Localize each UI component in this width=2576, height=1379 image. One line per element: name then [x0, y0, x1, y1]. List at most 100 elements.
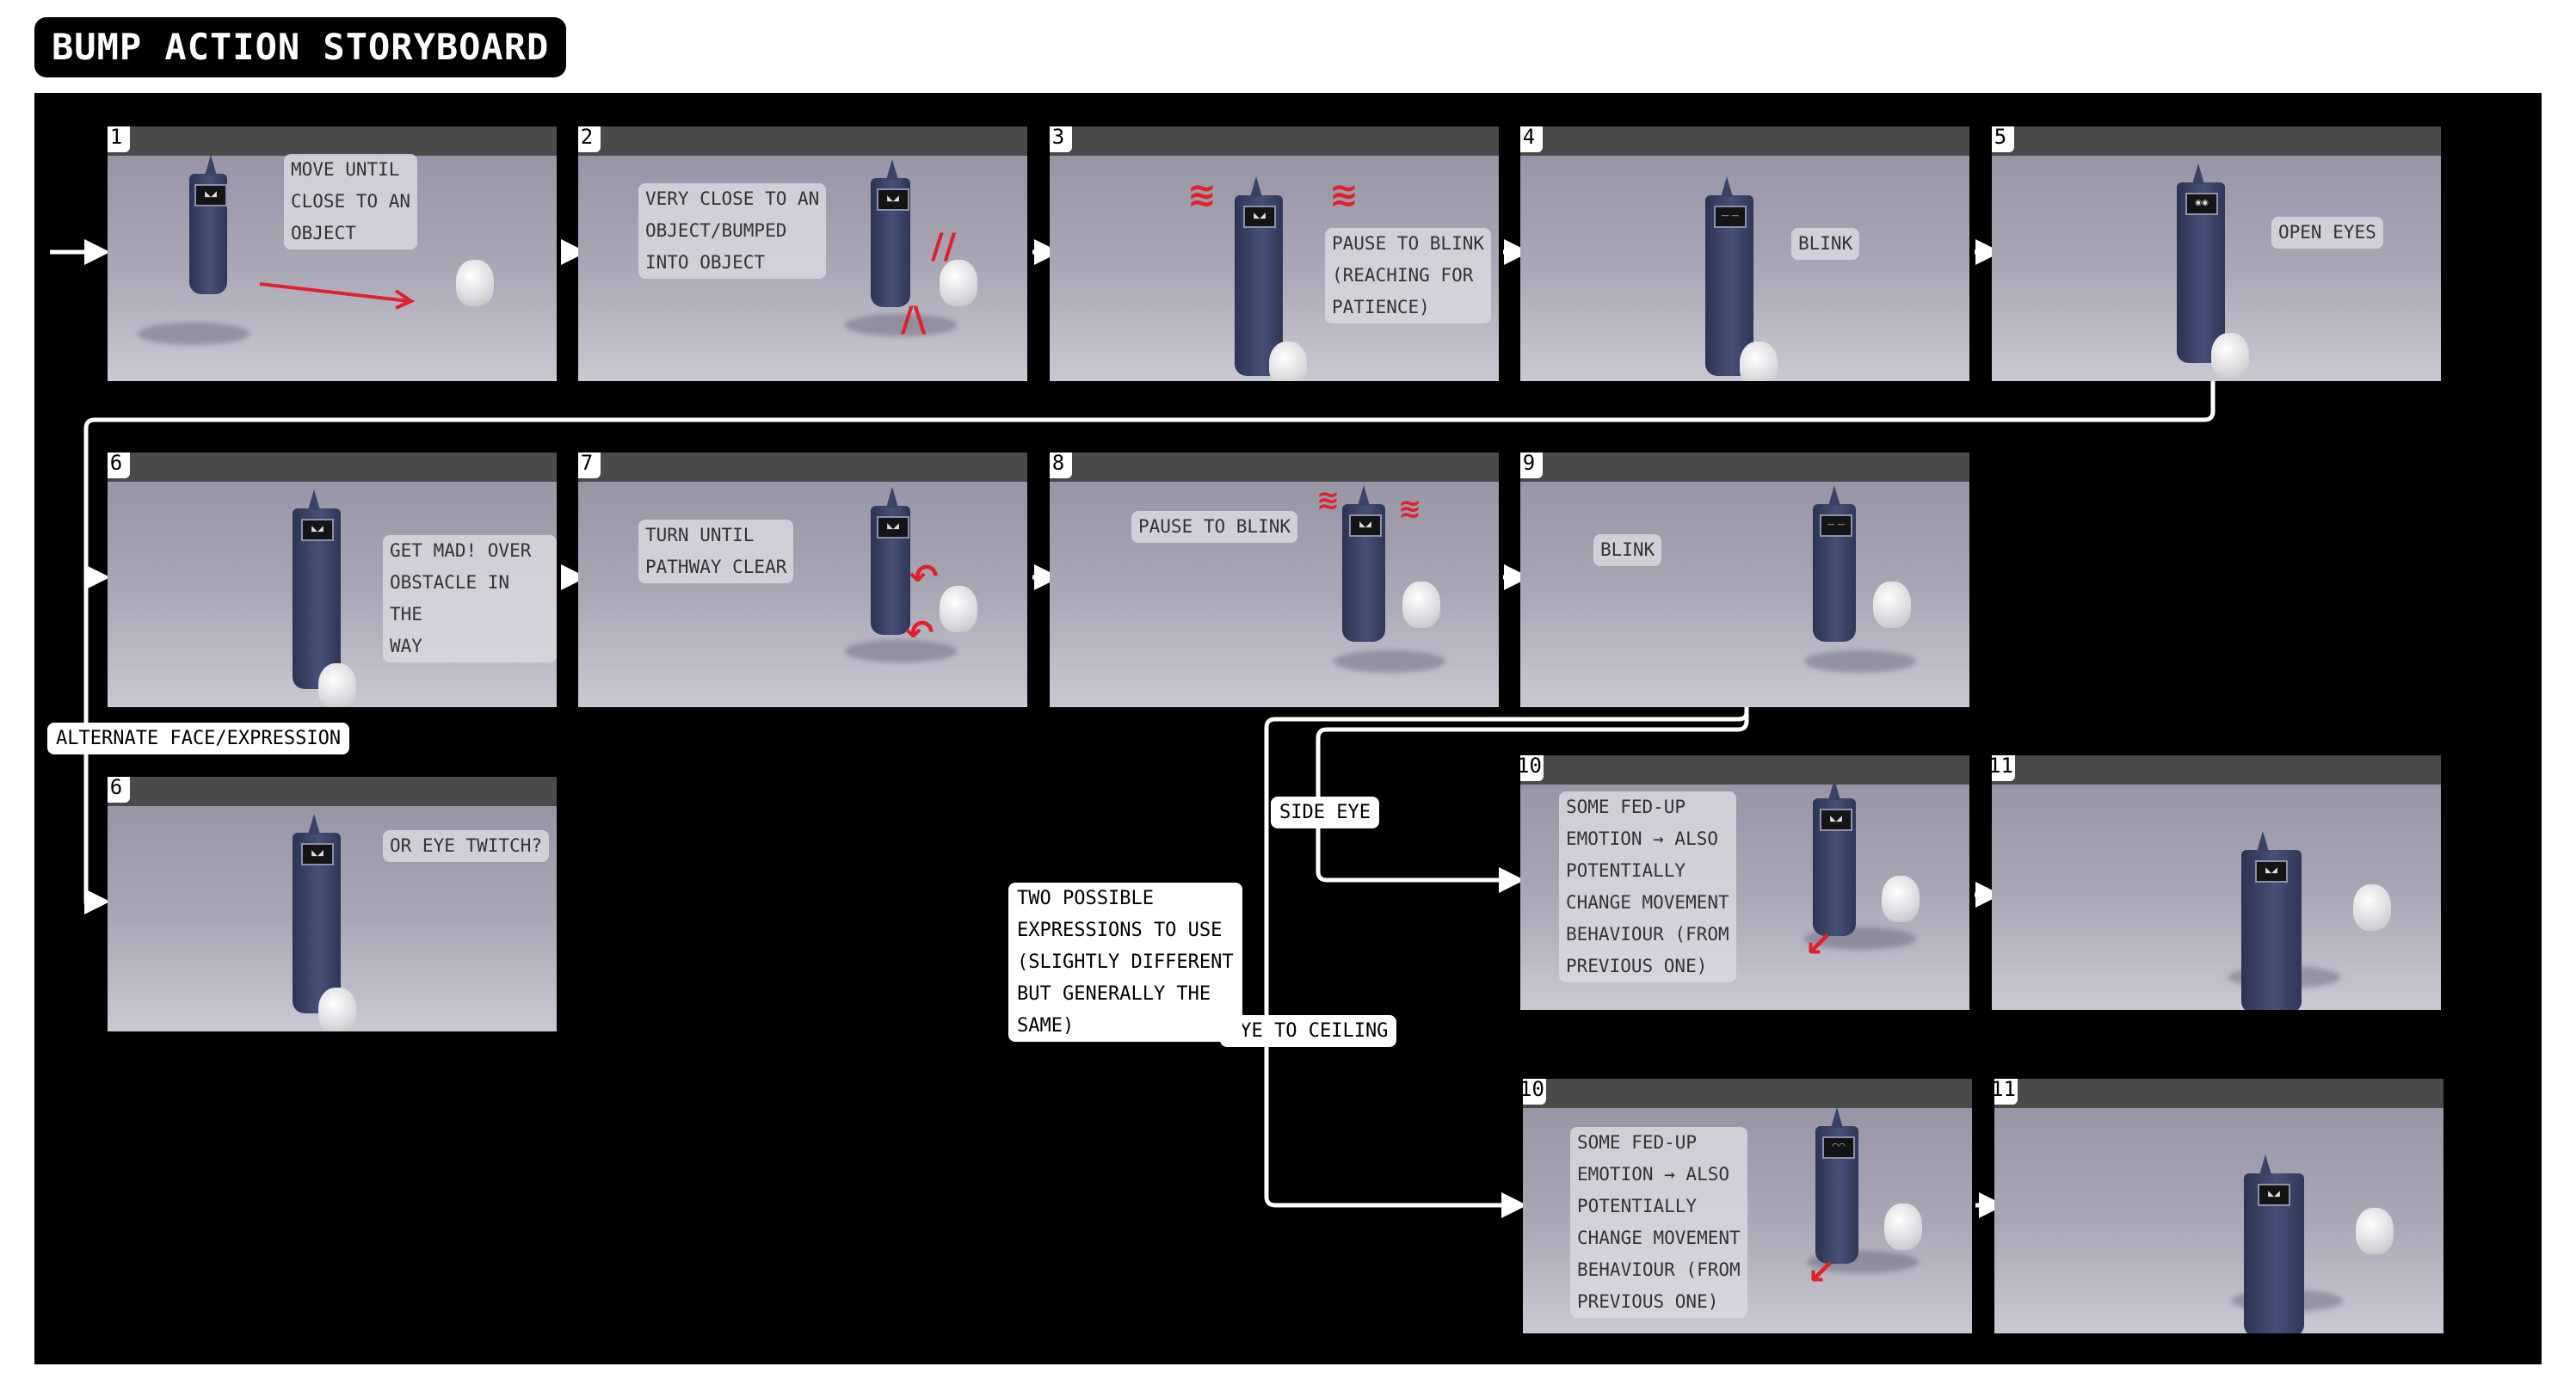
caption-4: BLINK — [1791, 228, 1860, 260]
caption-6-alternate: OR EYE TWITCH? — [383, 830, 550, 862]
object-figurine — [2356, 1208, 2394, 1254]
object-figurine — [1740, 342, 1778, 381]
frame-number-11-side-eye: 11 — [1992, 755, 2015, 781]
robot: ◣◢ — [293, 489, 341, 689]
robot-face-screen: ◣◢ — [1243, 206, 1276, 228]
caption-1: MOVE UNTIL CLOSE TO AN OBJECT — [284, 154, 418, 249]
robot-face-screen: ◣◢ — [301, 519, 334, 541]
robot: ◣◢ — [293, 814, 341, 1013]
turn-arrow-icon: ↶ — [905, 613, 934, 653]
frame-10-side-eye: ◣◢ ↙ 10 SOME FED-UP EMOTION → ALSO POTEN… — [1520, 755, 1969, 1010]
robot: ◣◢ — [871, 487, 910, 635]
frame-8: ◣◢ ≋ ≋ 8 PAUSE TO BLINK — [1050, 452, 1499, 707]
connector-9-to-10b — [1264, 705, 1749, 1218]
connector-9-to-10a — [1316, 705, 1749, 893]
frame-6-alternate: ◣◢ 6 OR EYE TWITCH? — [108, 777, 557, 1031]
robot-face-screen: ◣◢ — [877, 516, 909, 539]
frame-number-10-eye-to-ceiling: 10 — [1523, 1079, 1546, 1105]
page-title: BUMP ACTION STORYBOARD — [34, 17, 567, 77]
robot: ◣◢ — [1813, 779, 1856, 936]
motion-arrow-icon — [259, 282, 416, 310]
frame-number-11-eye-to-ceiling: 11 — [1994, 1079, 2018, 1105]
label-alternate-face: ALTERNATE FACE/EXPRESSION — [47, 723, 350, 754]
robot-face-screen: ◣◢ — [877, 188, 909, 211]
frame-3: ◣◢ ≋ ≋ 3 PAUSE TO BLINK (REACHING FOR PA… — [1050, 126, 1499, 381]
caption-2: VERY CLOSE TO AN OBJECT/BUMPED INTO OBJE… — [638, 183, 827, 279]
caption-6: GET MAD! OVER OBSTACLE IN THE WAY — [383, 535, 557, 662]
frame-number-2: 2 — [578, 126, 601, 152]
connector-5-to-6 — [83, 381, 2215, 914]
flow-connectors — [50, 239, 2215, 1218]
frame-9: — — 9 BLINK — [1520, 452, 1969, 707]
frame-2: ◣◢ // /\ 2 VERY CLOSE TO AN OBJECT/BUMPE… — [578, 126, 1027, 381]
frame-6: ◣◢ 6 GET MAD! OVER OBSTACLE IN THE WAY — [108, 452, 557, 707]
frame-number-3: 3 — [1050, 126, 1072, 152]
frame-10-eye-to-ceiling: ◠◠ ↙ 10 SOME FED-UP EMOTION → ALSO POTEN… — [1523, 1079, 1972, 1333]
frame-11-eye-to-ceiling: ◣◢ 11 — [1994, 1079, 2444, 1333]
robot: — — — [1813, 485, 1856, 642]
object-figurine — [1882, 876, 1920, 922]
robot-face-screen: — — — [1714, 206, 1747, 228]
object-figurine — [1402, 582, 1440, 628]
frame-5: ◉◉ 5 OPEN EYES — [1992, 126, 2441, 381]
caption-10-eye-to-ceiling: SOME FED-UP EMOTION → ALSO POTENTIALLY C… — [1570, 1127, 1747, 1318]
frame-number-9: 9 — [1520, 452, 1543, 478]
object-figurine — [318, 988, 356, 1031]
object-figurine — [940, 260, 977, 306]
robot: ◣◢ — [2241, 831, 2302, 1010]
label-two-expressions: TWO POSSIBLE EXPRESSIONS TO USE (SLIGHTL… — [1008, 883, 1242, 1042]
robot: ◣◢ — [189, 155, 227, 294]
motion-arrow-icon: ↙ — [1807, 1253, 1836, 1292]
robot: ◉◉ — [2177, 163, 2225, 363]
object-figurine — [456, 260, 494, 306]
caption-10-side-eye: SOME FED-UP EMOTION → ALSO POTENTIALLY C… — [1559, 791, 1736, 982]
object-figurine — [1884, 1204, 1922, 1250]
frame-number-8: 8 — [1050, 452, 1072, 478]
frame-11-side-eye: ◣◢ 11 — [1992, 755, 2441, 1010]
robot-face-screen: ◣◢ — [2255, 860, 2288, 883]
anger-mark-icon: ≋ — [1329, 175, 1359, 215]
robot-face-screen: ◣◢ — [1820, 809, 1852, 831]
turn-arrow-icon: ↶ — [909, 557, 939, 597]
frame-number-4: 4 — [1520, 126, 1543, 152]
motion-arrow-icon: ↙ — [1804, 925, 1833, 964]
frame-number-1: 1 — [108, 126, 130, 152]
anger-mark-icon: ≋ — [1398, 492, 1421, 525]
robot-face-screen: ◣◢ — [301, 843, 334, 865]
impact-mark-icon: // — [931, 227, 957, 267]
label-eye-to-ceiling: EYE TO CEILING — [1220, 1015, 1397, 1047]
frame-number-6-alternate: 6 — [108, 777, 130, 803]
storyboard-canvas: ◣◢ 1 MOVE UNTIL CLOSE TO AN OBJECT ◣◢ //… — [34, 93, 2542, 1364]
frame-number-6: 6 — [108, 452, 130, 478]
caption-5: OPEN EYES — [2271, 217, 2383, 249]
robot: ◣◢ — [1342, 485, 1385, 642]
object-figurine — [2353, 884, 2391, 931]
caption-3: PAUSE TO BLINK (REACHING FOR PATIENCE) — [1325, 228, 1492, 323]
robot: ◠◠ — [1815, 1107, 1858, 1264]
robot-face-screen: ◣◢ — [2258, 1184, 2290, 1206]
frame-7: ◣◢ ↶ ↶ 7 TURN UNTIL PATHWAY CLEAR — [578, 452, 1027, 707]
robot-face-screen: ◣◢ — [1349, 514, 1382, 537]
anger-mark-icon: ≋ — [1187, 175, 1217, 215]
object-figurine — [2211, 333, 2249, 379]
impact-mark-icon: /\ — [901, 300, 927, 340]
robot: ◣◢ — [2244, 1154, 2304, 1333]
frame-1: ◣◢ 1 MOVE UNTIL CLOSE TO AN OBJECT — [108, 126, 557, 381]
caption-9: BLINK — [1593, 534, 1662, 566]
object-figurine — [318, 663, 356, 707]
robot-face-screen: ◉◉ — [2185, 193, 2218, 215]
object-figurine — [1873, 582, 1911, 628]
frame-number-7: 7 — [578, 452, 601, 478]
robot: ◣◢ — [871, 159, 910, 307]
caption-8: PAUSE TO BLINK — [1131, 511, 1298, 543]
object-figurine — [940, 586, 977, 632]
object-figurine — [1269, 342, 1307, 381]
caption-7: TURN UNTIL PATHWAY CLEAR — [638, 520, 794, 583]
frame-number-10-side-eye: 10 — [1520, 755, 1544, 781]
label-side-eye: SIDE EYE — [1271, 797, 1379, 828]
anger-mark-icon: ≋ — [1316, 483, 1340, 516]
robot-face-screen: — — — [1820, 514, 1852, 537]
robot-face-screen: ◠◠ — [1822, 1136, 1855, 1159]
robot-face-screen: ◣◢ — [194, 184, 227, 206]
frame-4: — — 4 BLINK — [1520, 126, 1969, 381]
